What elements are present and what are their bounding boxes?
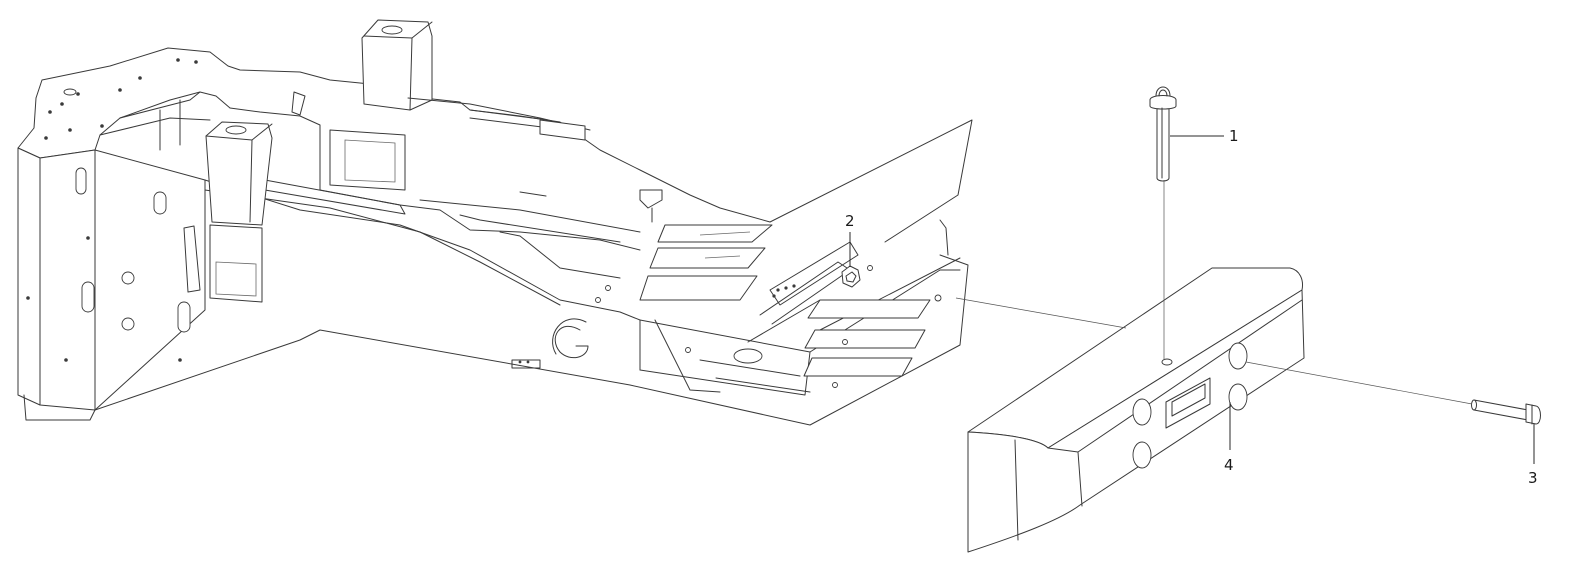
callout-4-label: 4 <box>1224 456 1234 474</box>
callout-4: 4 <box>1224 402 1234 474</box>
chassis-frame <box>17 19 973 426</box>
callout-1-label: 1 <box>1229 127 1239 145</box>
part-bolt <box>1471 399 1541 425</box>
explode-guide-lines <box>955 180 1473 405</box>
callout-3: 3 <box>1528 424 1538 487</box>
callout-3-label: 3 <box>1528 469 1538 487</box>
part-nut <box>841 265 861 288</box>
part-pin <box>1149 86 1177 182</box>
part-counterweight <box>967 267 1305 553</box>
callout-2-label: 2 <box>845 212 855 230</box>
callout-1: 1 <box>1170 127 1239 145</box>
callout-2: 2 <box>845 212 855 267</box>
